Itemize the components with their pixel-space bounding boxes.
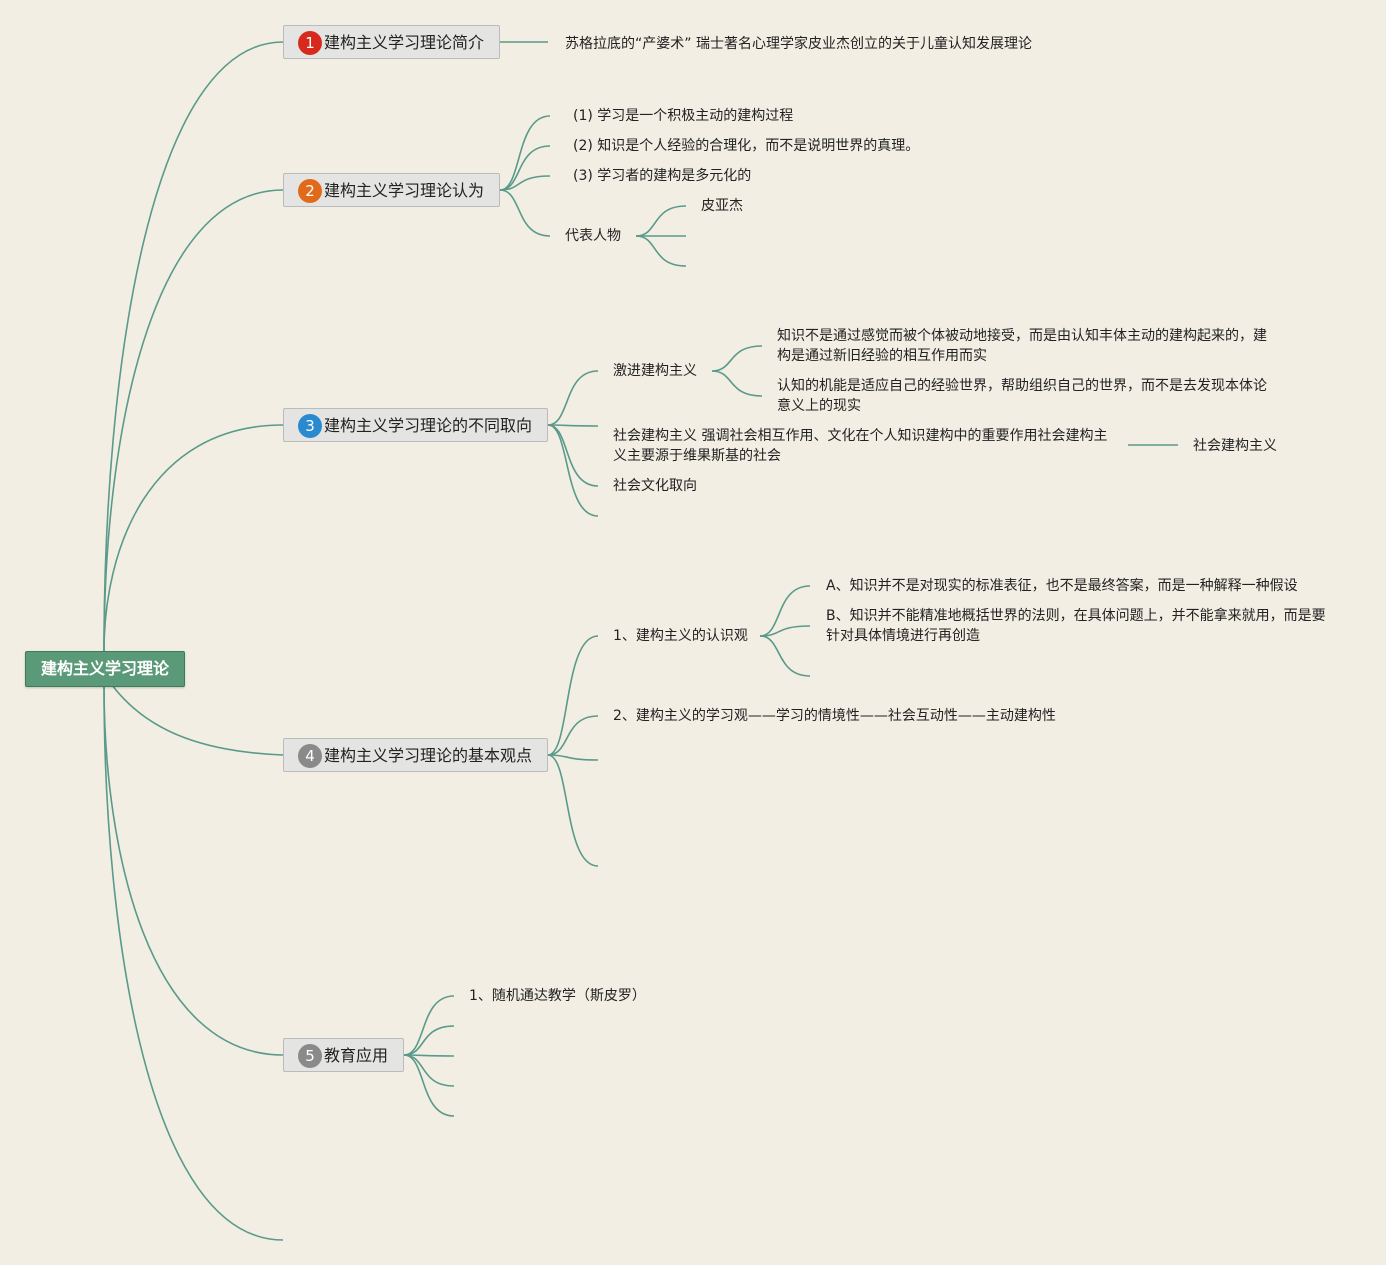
root-link-3	[103, 424, 284, 652]
link-t4-0	[547, 635, 599, 756]
number-badge-3: 3	[298, 414, 322, 438]
number-badge-5: 5	[298, 1044, 322, 1068]
link-t5-1	[403, 1025, 455, 1056]
topic-2-label: 建构主义学习理论认为	[324, 181, 485, 200]
link-t3-3	[547, 424, 599, 517]
root-link-2	[103, 189, 284, 652]
sociocultural-orientation[interactable]: 社会文化取向	[613, 478, 697, 494]
topic-5-label: 教育应用	[324, 1046, 389, 1065]
representative-piaget[interactable]: 皮亚杰	[701, 198, 743, 214]
link-t3-0	[547, 370, 599, 426]
link-radical-1	[711, 370, 763, 397]
link-view1-0	[759, 585, 811, 637]
number-badge-1: 1	[298, 31, 322, 55]
link-t5-0	[403, 995, 455, 1056]
epistemology-view[interactable]: 1、建构主义的认识观	[613, 628, 748, 644]
social-constructivism[interactable]: 社会建构主义 强调社会相互作用、文化在个人知识建构中的重要作用社会建构主义主要源…	[613, 428, 1108, 464]
epistemology-item-a[interactable]: A、知识并不是对现实的标准表征，也不是最终答案，而是一种解释一种假设	[826, 578, 1298, 594]
topic-4[interactable]: 4 建构主义学习理论的基本观点	[283, 738, 548, 772]
learning-view[interactable]: 2、建构主义的学习观——学习的情境性——社会互动性——主动建构性	[613, 708, 1056, 724]
topic-2[interactable]: 2 建构主义学习理论认为	[283, 173, 500, 207]
link-view1-1	[759, 625, 811, 637]
social-constructivism-child[interactable]: 社会建构主义	[1193, 438, 1277, 454]
link-rep-0	[635, 205, 687, 237]
epistemology-item-b[interactable]: B、知识并不能精准地概括世界的法则，在具体问题上，并不能拿来就用，而是要针对具体…	[826, 608, 1326, 644]
link-t2-1	[499, 145, 551, 191]
topic-5[interactable]: 5 教育应用	[283, 1038, 404, 1072]
topic-2-item-2[interactable]: (2) 知识是个人经验的合理化，而不是说明世界的真理。	[573, 138, 920, 154]
root-link-4	[111, 684, 284, 756]
link-t3-1	[547, 424, 599, 427]
topic-1-label: 建构主义学习理论简介	[324, 33, 485, 52]
topic-2-item-3[interactable]: (3) 学习者的建构是多元化的	[573, 168, 752, 184]
link-t5-3	[403, 1054, 455, 1087]
link-t2-2	[499, 175, 551, 191]
link-view1-2	[759, 635, 811, 677]
topic-1-description[interactable]: 苏格拉底的“产婆术” 瑞士著名心理学家皮业杰创立的关于儿童认知发展理论	[565, 36, 1032, 52]
link-t3-2	[547, 424, 599, 487]
number-badge-2: 2	[298, 179, 322, 203]
representative-figures[interactable]: 代表人物	[565, 228, 621, 244]
topic-3-label: 建构主义学习理论的不同取向	[324, 416, 533, 435]
radical-constructivism[interactable]: 激进建构主义	[613, 363, 697, 379]
topic-1[interactable]: 1 建构主义学习理论简介	[283, 25, 500, 59]
root-link-5	[103, 684, 284, 1056]
link-rep-2	[635, 235, 687, 267]
radical-item-1[interactable]: 知识不是通过感觉而被个体被动地接受，而是由认知丰体主动的建构起来的，建构是通过新…	[777, 328, 1267, 364]
link-t4-3	[547, 754, 599, 867]
link-t5-4	[403, 1054, 455, 1117]
root-link-6	[103, 684, 284, 1241]
topic-3[interactable]: 3 建构主义学习理论的不同取向	[283, 408, 548, 442]
link-t4-1	[547, 715, 599, 756]
radical-item-2[interactable]: 认知的机能是适应自己的经验世界，帮助组织自己的世界，而不是去发现本体论意义上的现…	[777, 378, 1267, 414]
number-badge-4: 4	[298, 744, 322, 768]
root-link-1	[103, 41, 284, 652]
random-access-instruction[interactable]: 1、随机通达教学（斯皮罗）	[469, 988, 646, 1004]
topic-4-label: 建构主义学习理论的基本观点	[324, 746, 533, 765]
root-topic[interactable]: 建构主义学习理论	[25, 651, 185, 687]
link-t2-3	[499, 189, 551, 237]
link-t2-0	[499, 115, 551, 191]
link-t4-2	[547, 754, 599, 761]
link-radical-0	[711, 345, 763, 372]
topic-2-item-1[interactable]: (1) 学习是一个积极主动的建构过程	[573, 108, 794, 124]
